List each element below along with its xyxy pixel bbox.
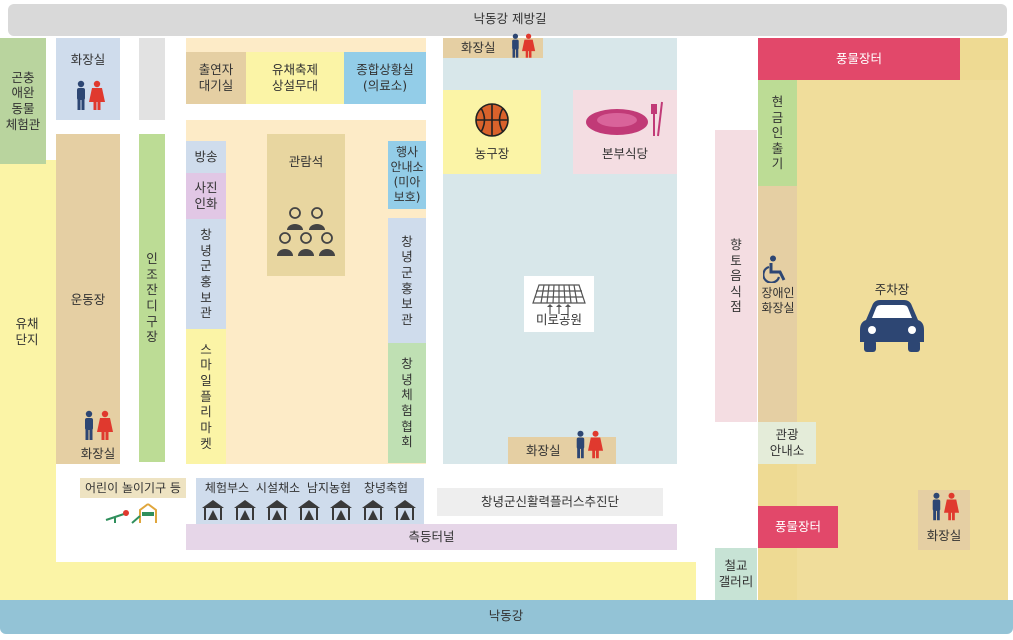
wheelchair-icon (763, 255, 786, 283)
toilet-icon (512, 33, 536, 58)
rail-bridge-gallery: 철교 갤러리 (715, 548, 757, 600)
side-tunnel: 측등터널 (186, 524, 677, 550)
insect-pet-hall: 곤충 애완 동물 체험관 (0, 38, 46, 164)
tent-icon (202, 500, 416, 520)
experience-association: 창녕체험협회 (388, 343, 426, 463)
event-info-booth: 행사 안내소 (미아 보호) (388, 141, 426, 209)
toilet-icon (85, 410, 113, 440)
yellow-bottom-strip (56, 562, 696, 600)
gray-path (139, 38, 165, 120)
maze-icon (532, 284, 586, 314)
basketball-label: 농구장 (474, 146, 510, 162)
promo-hall-left: 창녕군홍보관 (186, 219, 226, 329)
parking-label: 주차장 (874, 282, 910, 297)
main-stage: 유채축제 상설무대 (246, 52, 344, 104)
car-icon (860, 300, 924, 352)
booth-vegetable-label: 시설채소 (255, 481, 301, 495)
audience-label: 관람석 (288, 154, 324, 169)
toilet-parking: 화장실 (918, 490, 970, 550)
toilet-label: 화장실 (526, 442, 561, 458)
toilet-label-ground: 화장실 (80, 446, 116, 461)
booth-changnyeong-label: 창녕축협 (363, 481, 409, 495)
audience-icon (277, 207, 335, 256)
situation-room: 종합상황실 (의료소) (344, 52, 426, 104)
basketball-icon (475, 103, 509, 137)
toilet-label: 화장실 (70, 52, 106, 67)
toilet-label: 화장실 (926, 528, 962, 544)
pungmul-market-bottom: 풍물장터 (758, 506, 838, 548)
vitality-promotion-team: 창녕군신활력플러스추진단 (437, 488, 663, 516)
disabled-toilet-area (758, 186, 797, 422)
broadcast-booth: 방송 (186, 141, 226, 173)
top-road-label: 낙동강 제방길 (473, 11, 547, 26)
artificial-turf-field: 인조잔디구장 (139, 134, 165, 462)
toilet-top-left: 화장실 (56, 38, 120, 120)
dining-icon (586, 101, 663, 137)
river-label: 낙동강 (488, 608, 524, 623)
disabled-toilet-label: 장애인 화장실 (761, 286, 795, 315)
smile-flea-market: 스마일플리마켓 (186, 329, 226, 464)
toilet-icon (77, 80, 105, 110)
photo-print-booth: 사진 인화 (186, 173, 226, 219)
toilet-park: 화장실 (508, 437, 616, 464)
performer-waiting-room: 출연자 대기실 (186, 52, 246, 104)
playground-label-box: 어린이 놀이기구 등 (80, 478, 186, 498)
toilet-icon (576, 430, 604, 459)
sports-ground (56, 134, 120, 464)
maze-park-label: 미로공원 (535, 312, 582, 328)
atm: 현금인출기 (758, 80, 797, 186)
plaza-gap (186, 104, 426, 120)
tour-info-center: 관광 안내소 (758, 422, 816, 464)
local-food-restaurant: 향토음식점 (715, 130, 757, 422)
booth-namji-label: 남지농협 (306, 481, 352, 495)
yuchae-danji: 유채 단지 (15, 316, 39, 347)
sports-ground-label: 운동장 (70, 292, 106, 307)
promo-hall-right: 창녕군홍보관 (388, 218, 426, 343)
playground-icon (105, 503, 157, 524)
top-road (8, 4, 1007, 36)
pungmul-market-top: 풍물장터 (758, 38, 960, 80)
toilet-icon (932, 492, 960, 521)
yellow-field-area (0, 160, 56, 600)
toilet-label: 화장실 (461, 40, 496, 56)
booth-experience-label: 체험부스 (204, 481, 250, 495)
river (0, 600, 1013, 634)
restaurant-label: 본부식당 (601, 146, 648, 162)
